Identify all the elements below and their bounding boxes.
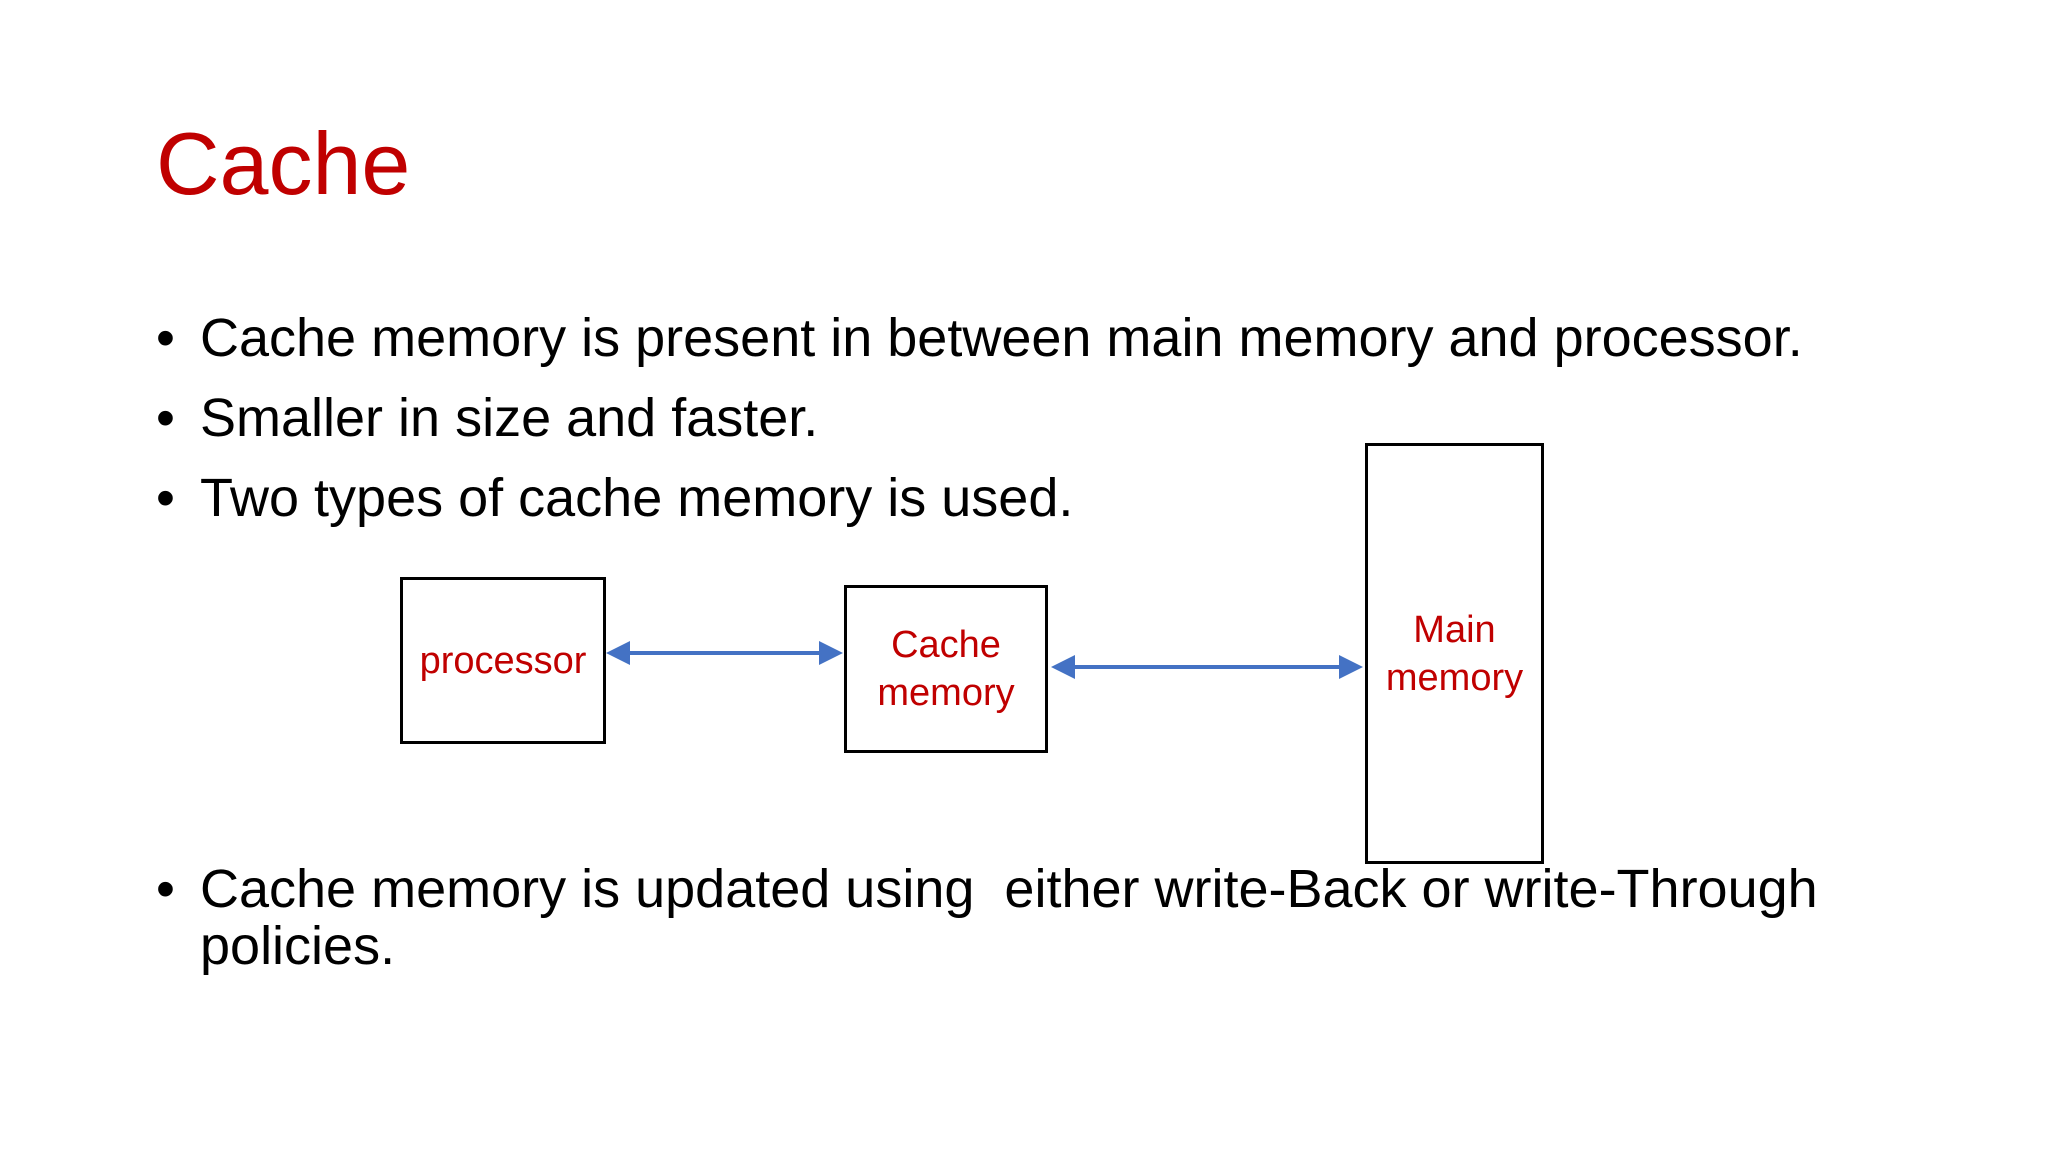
double-arrow-processor-cache [606,641,843,665]
double-arrow-cache-main [1051,655,1363,679]
list-item: • Cache memory is updated using either w… [156,861,1956,975]
bullet-marker: • [156,308,175,368]
bullet-marker: • [156,859,175,919]
page-title: Cache [156,114,411,213]
bullet-text: Cache memory is present in between main … [200,308,1803,368]
bullet-marker: • [156,468,175,528]
bullet-list-bottom: • Cache memory is updated using either w… [156,861,1956,975]
bullet-text: Cache memory is updated using either wri… [200,859,1818,976]
bullet-text: Two types of cache memory is used. [200,468,1074,528]
cache-memory-box-label: Cache memory [877,624,1015,714]
processor-box-label: processor [419,639,587,682]
processor-box: processor [400,577,606,744]
bullet-list: • Cache memory is present in between mai… [156,298,1956,538]
bullet-text: Smaller in size and faster. [200,388,819,448]
main-memory-box-label: Main memory [1385,608,1524,699]
bullet-marker: • [156,388,175,448]
main-memory-box: Main memory [1365,443,1544,864]
list-item: • Two types of cache memory is used. [156,458,1956,538]
list-item: • Smaller in size and faster. [156,378,1956,458]
cache-memory-box: Cache memory [844,585,1048,753]
list-item: • Cache memory is present in between mai… [156,298,1956,378]
